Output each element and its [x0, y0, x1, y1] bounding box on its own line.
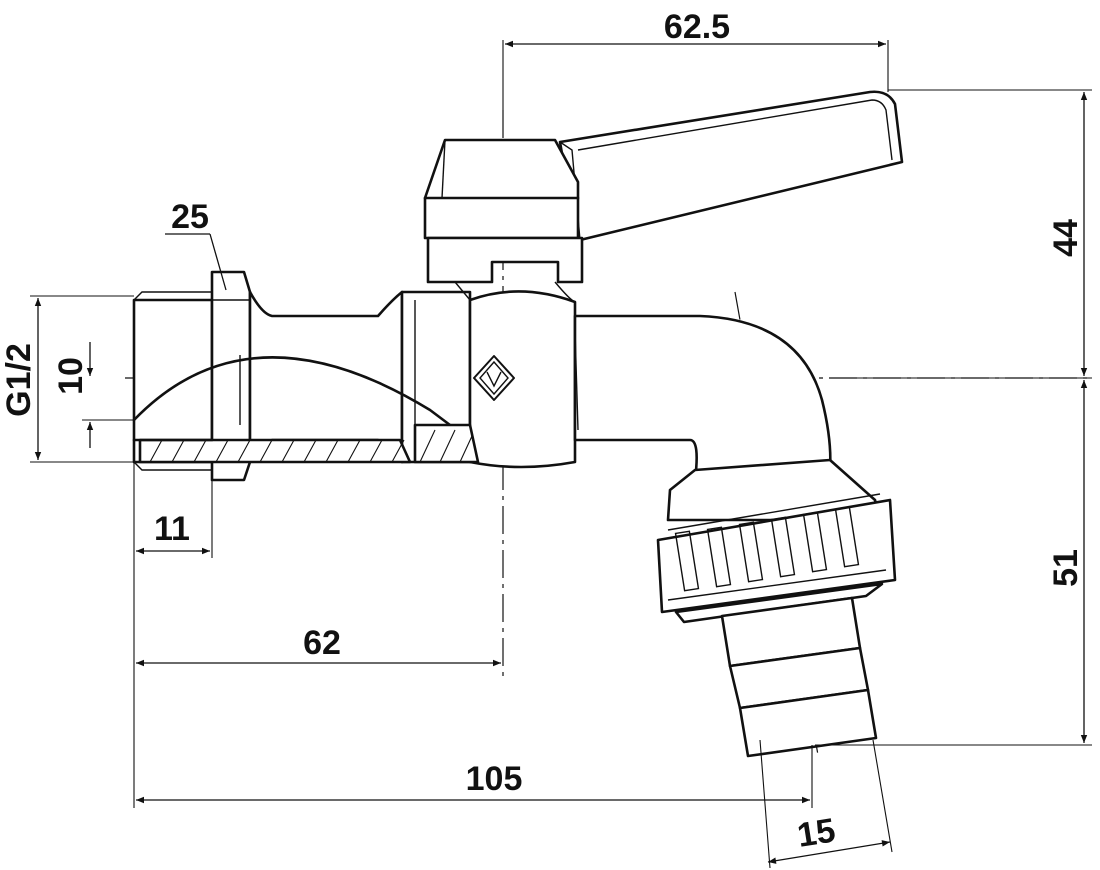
handle-lever — [558, 90, 904, 242]
dim-line-15 — [767, 840, 891, 864]
dim-105: 105 — [466, 760, 523, 798]
dim-44: 44 — [1047, 219, 1085, 257]
dim-62-5: 62.5 — [664, 8, 730, 46]
knurl-ribs — [674, 506, 860, 592]
dim-62: 62 — [303, 624, 341, 662]
hatch-lines-2 — [419, 429, 473, 463]
thread-end — [132, 298, 214, 464]
v-diamond-logo-icon — [473, 355, 515, 401]
dim-15: 15 — [795, 811, 838, 854]
leader-25-tip — [209, 233, 227, 291]
union-nut — [656, 493, 897, 624]
dimension-lines — [34, 40, 1088, 864]
dim-g12: G1/2 — [0, 343, 38, 417]
extension-lines — [30, 40, 1092, 869]
ball-housing — [468, 290, 577, 469]
spout — [573, 314, 882, 522]
handle-hub — [423, 138, 584, 284]
dim-11: 11 — [154, 510, 190, 548]
dim-51: 51 — [1047, 549, 1085, 587]
spout-nut-top — [666, 458, 882, 522]
hatch-lines — [149, 439, 405, 463]
section-curve — [132, 356, 472, 442]
hose-connector — [720, 596, 878, 758]
body-neck — [248, 290, 404, 464]
dimension-labels: 62.5 25 G1/2 10 11 62 105 15 44 51 — [0, 8, 1085, 855]
hatched-section — [138, 438, 412, 464]
dim-10: 10 — [52, 357, 90, 395]
valve-body — [132, 270, 577, 482]
dim-25: 25 — [171, 198, 209, 236]
